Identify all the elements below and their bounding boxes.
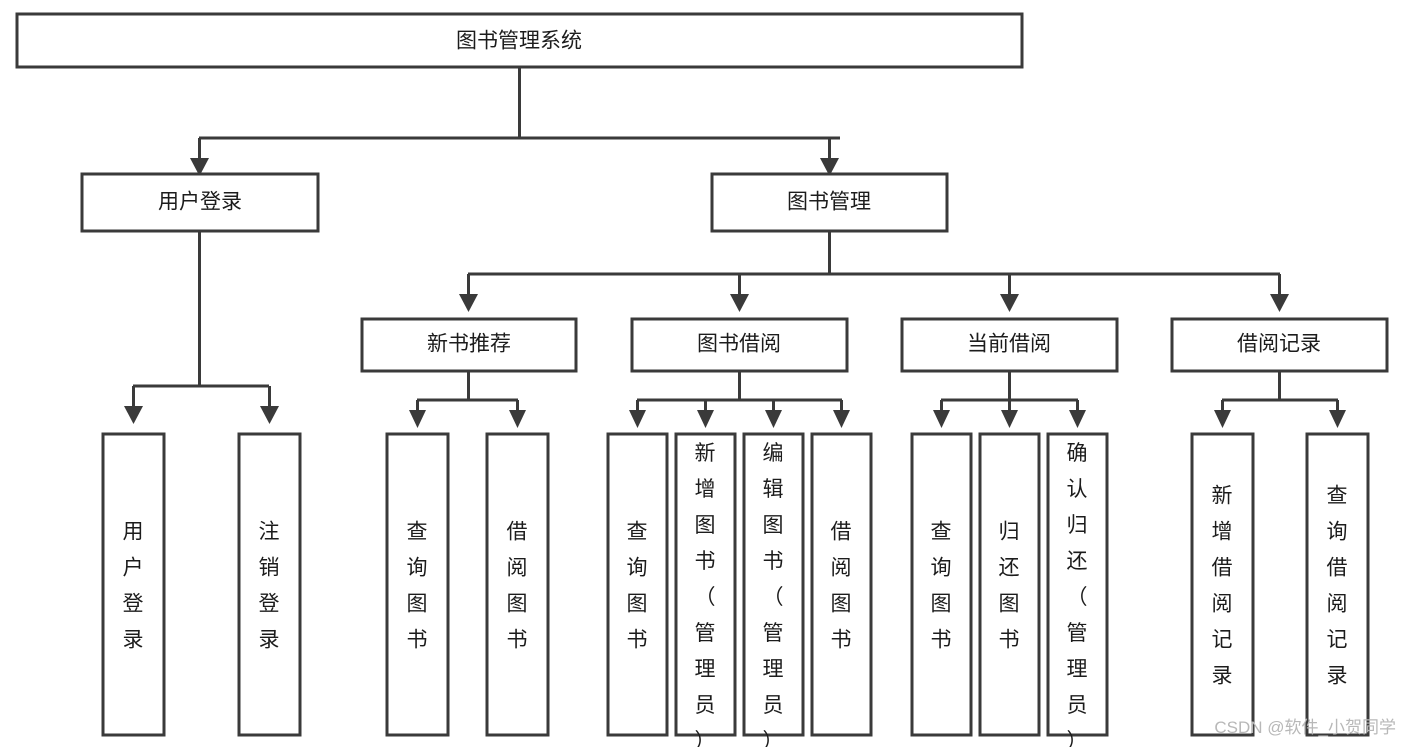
leaf-borrow-record-1[interactable]: 查询借阅记录 [1305,432,1370,737]
node-book-borrow-box[interactable] [630,317,849,373]
leaf-book-borrow-0-box[interactable] [606,432,669,737]
leaf-user-login-1-box[interactable] [237,432,302,737]
leaf-borrow-record-1-label: 查询借阅记录 [1327,484,1348,687]
node-book-manage-box[interactable] [710,172,949,233]
node-book-manage-label: 图书管理 [787,191,871,214]
node-user-login-box[interactable] [80,172,320,233]
arrowhead-l3-3 [1270,294,1289,312]
leaf-borrow-record-1-box[interactable] [1305,432,1370,737]
leaf-current-borrow-1-box[interactable] [978,432,1041,737]
arrowhead-to-user-login [190,158,209,176]
node-borrow-record[interactable]: 借阅记录 [1170,317,1389,373]
arrowhead-record-leaf-1 [1329,410,1346,428]
arrowhead-newbook-leaf-1 [509,410,526,428]
leaf-book-borrow-3[interactable]: 借阅图书 [810,432,873,737]
node-root[interactable]: 图书管理系统 [15,12,1024,69]
arrowhead-current-leaf-1 [1001,410,1018,428]
arrowhead-to-book-manage [820,158,839,176]
leaf-new-book-1-label: 借阅图书 [507,520,528,651]
leaf-borrow-record-0-label: 新增借阅记录 [1212,484,1233,687]
leaf-new-book-0[interactable]: 查询图书 [385,432,450,737]
node-new-book-recommend[interactable]: 新书推荐 [360,317,578,373]
leaf-current-borrow-2-label: 确认归还（管理员） [1067,442,1088,747]
leaf-new-book-1-box[interactable] [485,432,550,737]
leaf-borrow-record-0[interactable]: 新增借阅记录 [1190,432,1255,737]
leaf-new-book-0-box[interactable] [385,432,450,737]
arrowhead-l3-0 [459,294,478,312]
leaf-current-borrow-0[interactable]: 查询图书 [910,432,973,737]
leaf-new-book-1[interactable]: 借阅图书 [485,432,550,737]
leaf-borrow-record-0-box[interactable] [1190,432,1255,737]
arrowhead-userlogin-leaf-0 [124,406,143,424]
node-user-login-label: 用户登录 [158,191,242,214]
leaf-book-borrow-1-label: 新增图书（管理员） [695,442,716,747]
node-book-borrow[interactable]: 图书借阅 [630,317,849,373]
node-current-borrow[interactable]: 当前借阅 [900,317,1119,373]
leaf-current-borrow-0-label: 查询图书 [931,520,952,651]
leaf-new-book-0-label: 查询图书 [407,520,428,651]
arrowhead-borrow-leaf-0 [629,410,646,428]
arrowhead-newbook-leaf-0 [409,410,426,428]
node-root-box[interactable] [15,12,1024,69]
watermark-label: CSDN @软件_小贺同学 [1214,718,1396,737]
leaf-user-login-0-box[interactable] [101,432,166,737]
leaf-user-login-0[interactable]: 用户登录 [101,432,166,737]
node-current-borrow-label: 当前借阅 [967,333,1051,356]
arrowhead-userlogin-leaf-1 [260,406,279,424]
arrowhead-borrow-leaf-1 [697,410,714,428]
leaf-book-borrow-3-box[interactable] [810,432,873,737]
leaf-book-borrow-2[interactable]: 编辑图书（管理员） [742,432,805,747]
leaf-book-borrow-2-label: 编辑图书（管理员） [763,442,784,747]
leaf-book-borrow-0[interactable]: 查询图书 [606,432,669,737]
arrowhead-current-leaf-2 [1069,410,1086,428]
arrowhead-borrow-leaf-2 [765,410,782,428]
node-borrow-record-box[interactable] [1170,317,1389,373]
arrowhead-current-leaf-0 [933,410,950,428]
leaf-current-borrow-1-label: 归还图书 [999,520,1020,651]
arrowhead-l3-1 [730,294,749,312]
leaf-book-borrow-0-label: 查询图书 [627,520,648,651]
leaf-user-login-1[interactable]: 注销登录 [237,432,302,737]
node-borrow-record-label: 借阅记录 [1237,333,1321,356]
arrowhead-l3-2 [1000,294,1019,312]
node-book-manage[interactable]: 图书管理 [710,172,949,233]
node-book-borrow-label: 图书借阅 [697,333,781,356]
leaf-current-borrow-2[interactable]: 确认归还（管理员） [1046,432,1109,747]
leaf-user-login-1-label: 注销登录 [259,520,280,651]
node-user-login[interactable]: 用户登录 [80,172,320,233]
node-new-book-recommend-label: 新书推荐 [427,333,511,356]
leaf-current-borrow-2-box[interactable] [1046,432,1109,737]
leaf-book-borrow-2-box[interactable] [742,432,805,737]
leaf-user-login-0-label: 用户登录 [123,520,144,651]
arrowhead-layer [124,158,1346,428]
node-current-borrow-box[interactable] [900,317,1119,373]
node-new-book-recommend-box[interactable] [360,317,578,373]
leaf-book-borrow-1-box[interactable] [674,432,737,737]
leaf-current-borrow-0-box[interactable] [910,432,973,737]
leaf-book-borrow-1[interactable]: 新增图书（管理员） [674,432,737,747]
arrowhead-borrow-leaf-3 [833,410,850,428]
node-root-label: 图书管理系统 [456,30,582,53]
leaf-current-borrow-1[interactable]: 归还图书 [978,432,1041,737]
leaf-book-borrow-3-label: 借阅图书 [831,520,852,651]
arrowhead-record-leaf-0 [1214,410,1231,428]
